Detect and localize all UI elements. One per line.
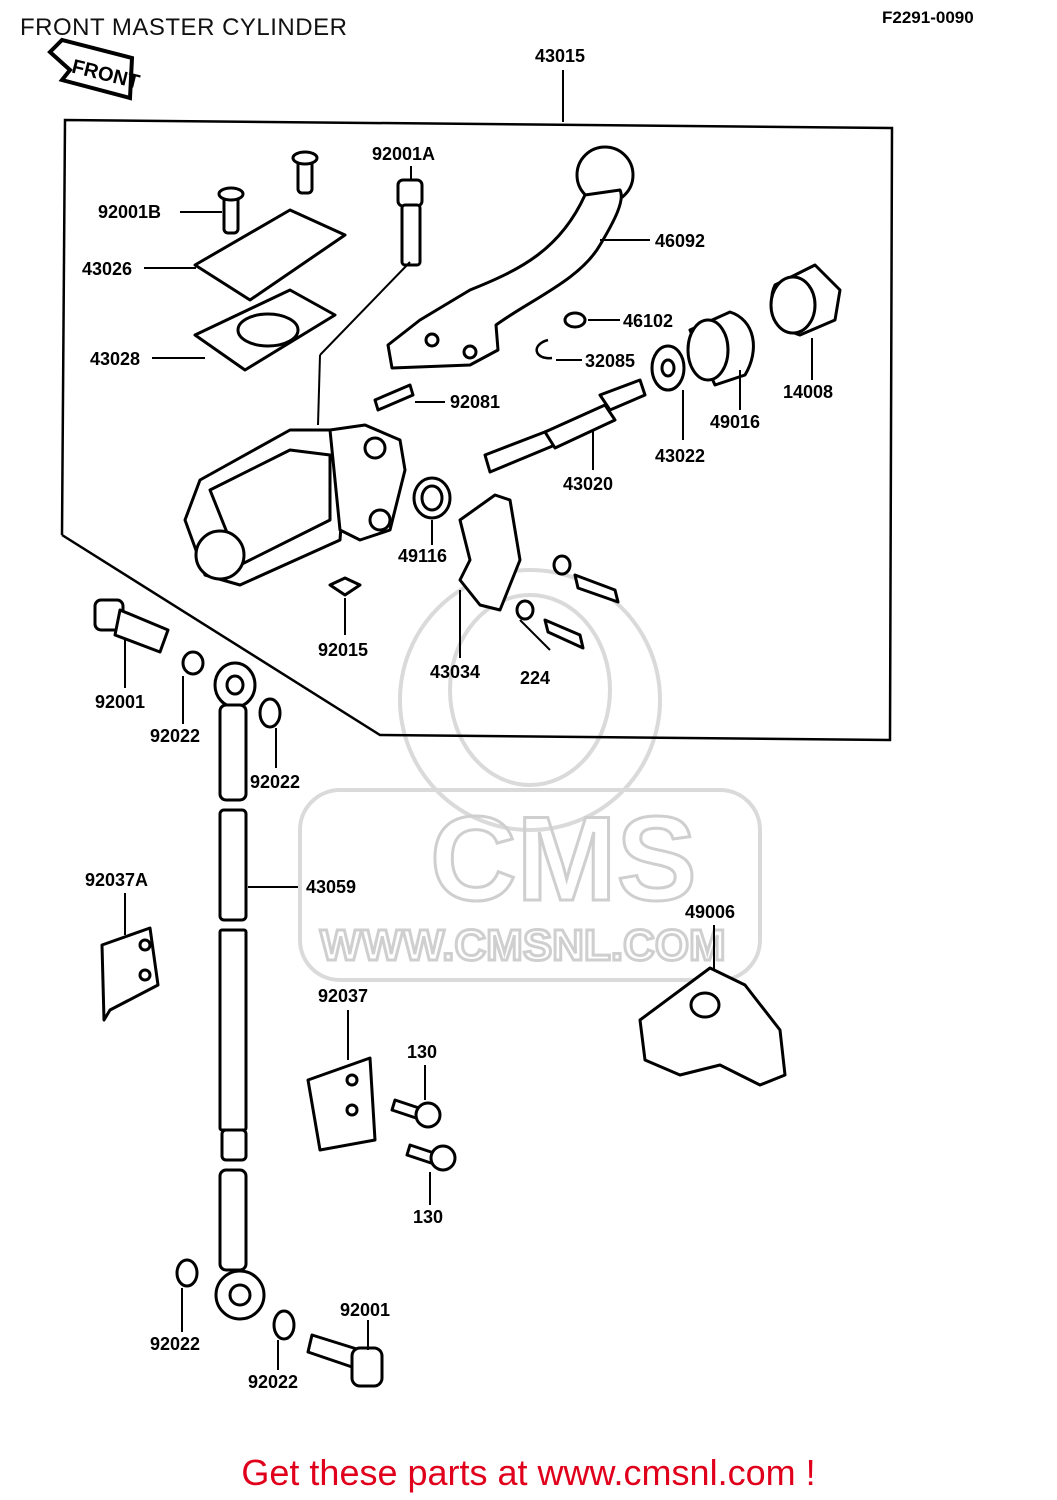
label-92037A: 92037A: [85, 870, 148, 890]
watermark-url: WWW.CMSNL.COM: [320, 921, 726, 970]
label-32085: 32085: [585, 351, 635, 371]
label-224: 224: [520, 668, 550, 688]
part-labels: 43015 92001A 92001B 43026 43028 46092 46…: [82, 46, 833, 1392]
label-130-b: 130: [413, 1207, 443, 1227]
label-92001A: 92001A: [372, 144, 435, 164]
banjo-bolt-top: [93, 598, 282, 729]
master-cylinder-body: [183, 423, 407, 587]
label-130-a: 130: [407, 1042, 437, 1062]
label-92037: 92037: [318, 986, 368, 1006]
cms-watermark: CMS WWW.CMSNL.COM: [298, 568, 762, 982]
boot-and-clamp: [328, 476, 620, 650]
label-46102: 46102: [623, 311, 673, 331]
label-92001-top: 92001: [95, 692, 145, 712]
cta-link[interactable]: Get these parts at www.cmsnl.com !: [241, 1452, 816, 1493]
label-92001-bottom: 92001: [340, 1300, 390, 1320]
label-92015: 92015: [318, 640, 368, 660]
label-92022-c: 92022: [150, 1334, 200, 1354]
leader-lines: [124, 211, 813, 1370]
label-43015: 43015: [535, 46, 585, 66]
assembly-outline-43015: [60, 70, 894, 742]
brake-lever-46092: [386, 145, 635, 370]
label-92081: 92081: [450, 392, 500, 412]
bolts-130: [390, 1098, 457, 1172]
bracket-92037: [306, 1056, 377, 1152]
label-92022-d: 92022: [248, 1372, 298, 1392]
piston-assembly: [373, 378, 647, 474]
front-arrow-badge: FRONT: [47, 37, 142, 101]
label-46092: 46092: [655, 231, 705, 251]
label-14008: 14008: [783, 382, 833, 402]
label-43026: 43026: [82, 259, 132, 279]
lever-small-parts: [535, 263, 842, 392]
clamp-92037A: [100, 926, 160, 1022]
reservoir-parts: [193, 150, 347, 372]
holder-49006: [638, 966, 787, 1087]
label-43028: 43028: [90, 349, 140, 369]
label-43022: 43022: [655, 446, 705, 466]
banjo-bolt-bottom: [175, 1258, 384, 1388]
label-43059: 43059: [306, 877, 356, 897]
label-92022-a: 92022: [150, 726, 200, 746]
label-49016: 49016: [710, 412, 760, 432]
bleeder-92001A: [396, 166, 424, 267]
page-title: FRONT MASTER CYLINDER: [20, 14, 348, 41]
label-49006: 49006: [685, 902, 735, 922]
label-49116: 49116: [398, 546, 447, 566]
diagram-code: F2291-0090: [882, 8, 974, 27]
label-43020: 43020: [563, 474, 613, 494]
label-92022-b: 92022: [250, 772, 300, 792]
watermark-brand: CMS: [430, 792, 697, 926]
label-43034: 43034: [430, 662, 480, 682]
brake-hose-43059: [213, 661, 266, 1321]
label-92001B: 92001B: [98, 202, 161, 222]
